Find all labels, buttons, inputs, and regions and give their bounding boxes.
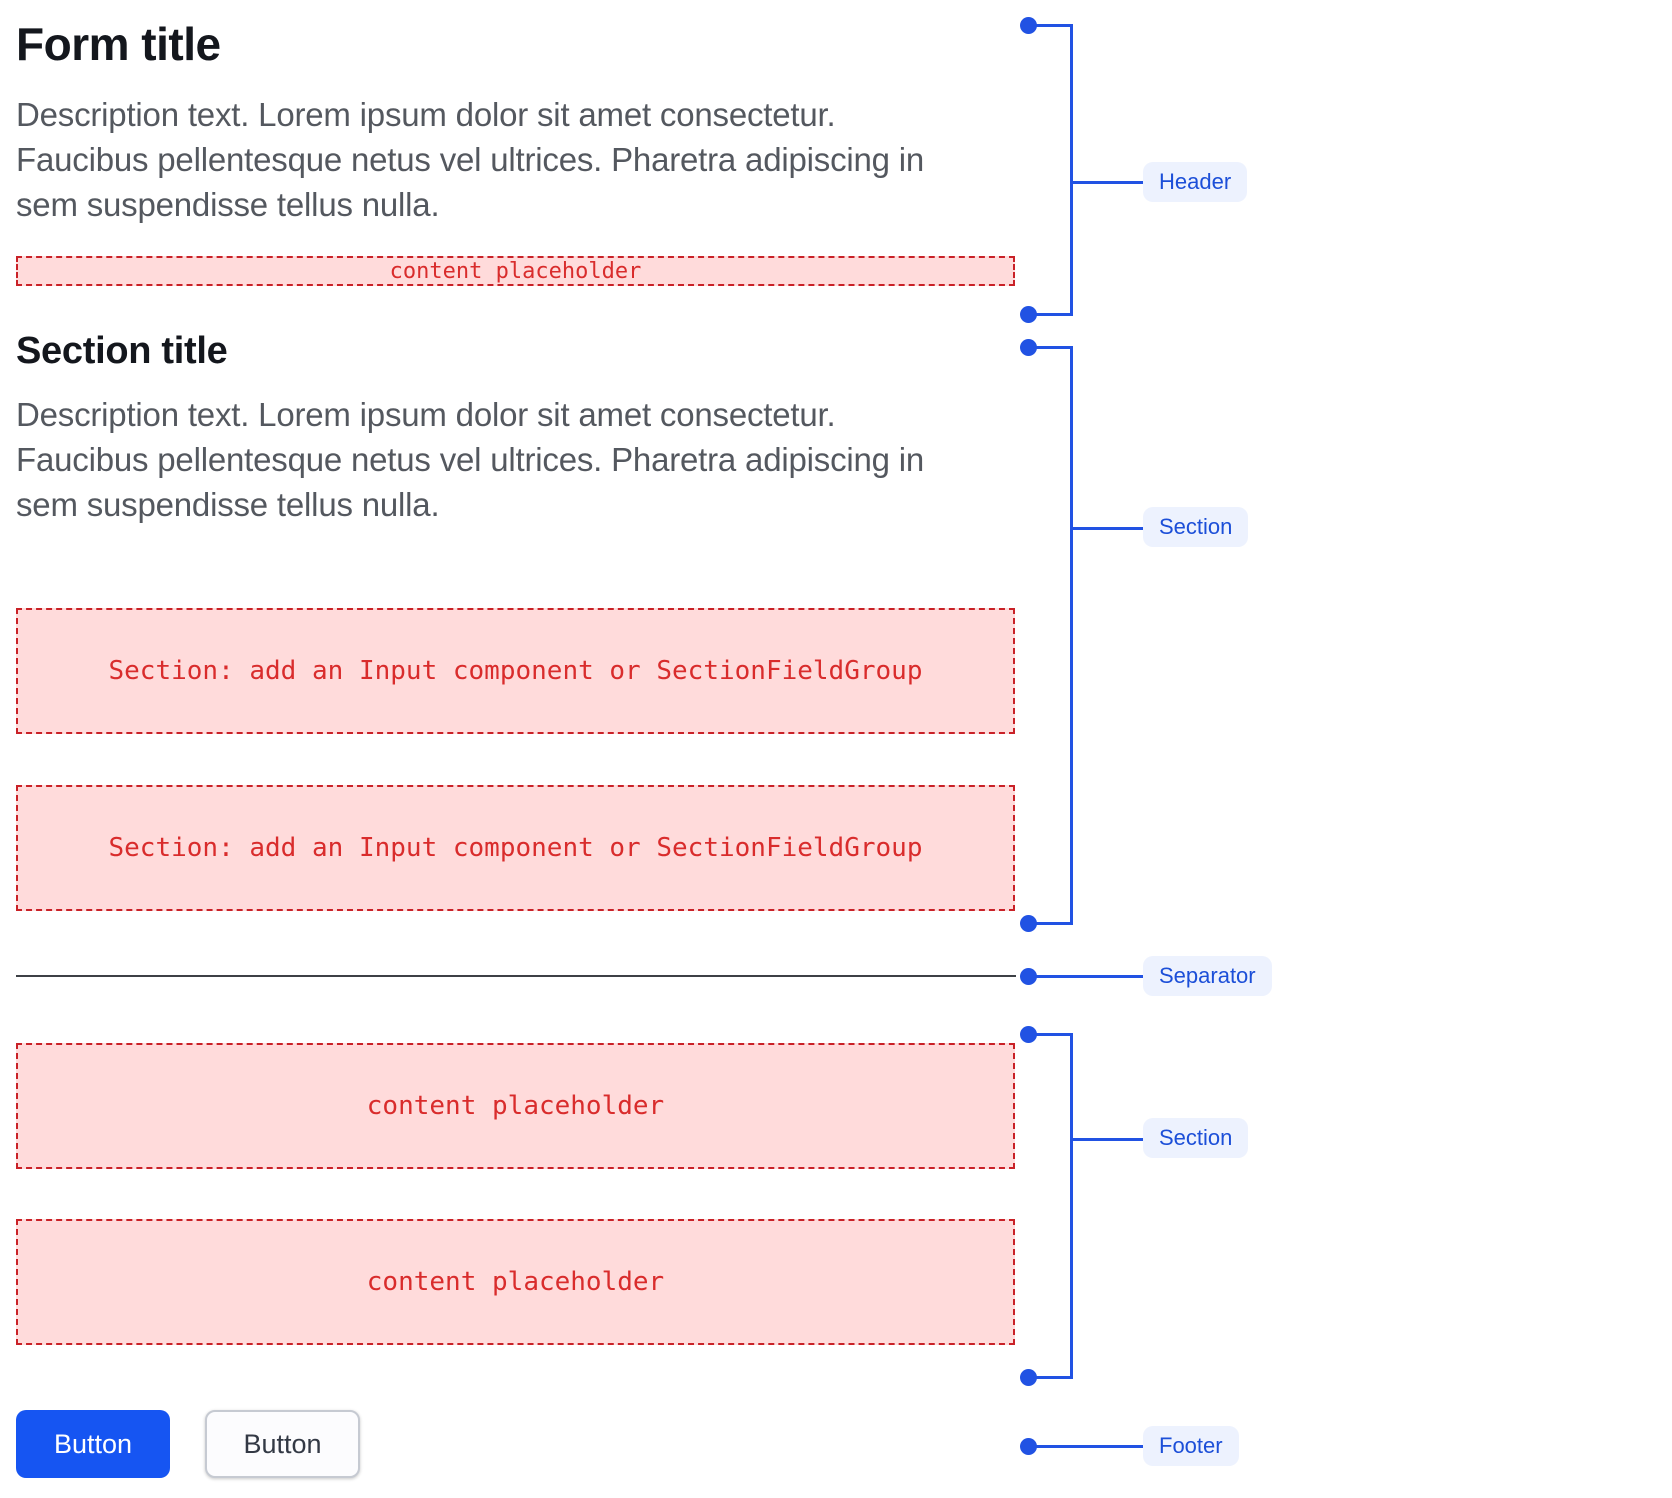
header-annotation-label: Header — [1143, 162, 1248, 202]
section2-bracket-bottom-dot — [1020, 1369, 1037, 1386]
section2-bracket-top-stub — [1029, 1033, 1073, 1036]
footer-label-connector — [1029, 1445, 1143, 1448]
header-bracket-bottom-stub — [1029, 313, 1073, 316]
section-description-line-2: Faucibus pellentesque netus vel ultrices… — [16, 441, 925, 478]
section-field-placeholder-2: Section: add an Input component or Secti… — [16, 785, 1015, 911]
separator-label-connector — [1029, 975, 1143, 978]
header-label-connector — [1070, 181, 1143, 184]
header-content-placeholder: content placeholder — [16, 256, 1015, 286]
secondary-button[interactable]: Button — [205, 1410, 360, 1478]
section1-bracket-bottom-stub — [1029, 922, 1073, 925]
separator-annotation-label: Separator — [1143, 956, 1272, 996]
section1-label-connector — [1070, 527, 1143, 530]
content-placeholder-1-text: content placeholder — [366, 1091, 665, 1121]
section1-bracket-spine — [1070, 346, 1073, 925]
primary-button[interactable]: Button — [16, 1410, 170, 1478]
header-bracket-bottom-dot — [1020, 306, 1037, 323]
footer-callout-dot — [1020, 1438, 1037, 1455]
section1-bracket-top-dot — [1020, 339, 1037, 356]
separator-callout-dot — [1020, 968, 1037, 985]
section-field-placeholder-2-text: Section: add an Input component or Secti… — [108, 833, 923, 863]
section1-annotation-label: Section — [1143, 507, 1249, 547]
form-description: Description text. Lorem ipsum dolor sit … — [16, 92, 924, 227]
section2-bracket-bottom-stub — [1029, 1376, 1073, 1379]
form-description-line-3: sem suspendisse tellus nulla. — [16, 186, 440, 223]
section2-label-connector — [1070, 1138, 1143, 1141]
section-description: Description text. Lorem ipsum dolor sit … — [16, 392, 924, 527]
form-title: Form title — [16, 18, 221, 70]
section-field-placeholder-1: Section: add an Input component or Secti… — [16, 608, 1015, 734]
section2-bracket-top-dot — [1020, 1026, 1037, 1043]
form-description-line-2: Faucibus pellentesque netus vel ultrices… — [16, 141, 925, 178]
footer-annotation-label: Footer — [1143, 1426, 1239, 1466]
section2-annotation-label: Section — [1143, 1118, 1249, 1158]
section-title: Section title — [16, 330, 228, 372]
header-content-placeholder-text: content placeholder — [389, 258, 642, 284]
section1-bracket-bottom-dot — [1020, 915, 1037, 932]
header-bracket-top-dot — [1020, 17, 1037, 34]
header-bracket-spine — [1070, 24, 1073, 316]
form-description-line-1: Description text. Lorem ipsum dolor sit … — [16, 96, 836, 133]
section2-bracket-spine — [1070, 1033, 1073, 1379]
section1-bracket-top-stub — [1029, 346, 1073, 349]
content-placeholder-2: content placeholder — [16, 1219, 1015, 1345]
header-bracket-top-stub — [1029, 24, 1073, 27]
section-description-line-3: sem suspendisse tellus nulla. — [16, 486, 440, 523]
section-field-placeholder-1-text: Section: add an Input component or Secti… — [108, 656, 923, 686]
content-placeholder-1: content placeholder — [16, 1043, 1015, 1169]
section-description-line-1: Description text. Lorem ipsum dolor sit … — [16, 396, 836, 433]
separator-rule — [16, 975, 1016, 977]
content-placeholder-2-text: content placeholder — [366, 1267, 665, 1297]
